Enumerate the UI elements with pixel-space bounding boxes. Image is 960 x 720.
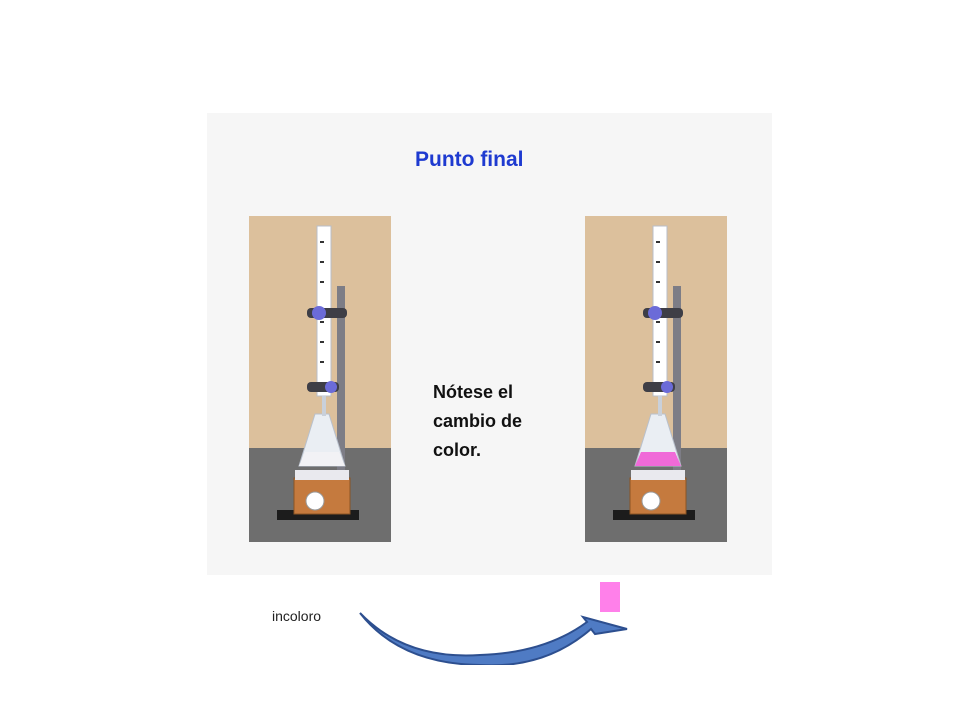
figure-title: Punto final xyxy=(415,148,524,171)
titration-apparatus-before xyxy=(249,216,391,542)
note-line: color. xyxy=(433,440,482,460)
clamp-screw xyxy=(312,306,326,320)
burette-tip xyxy=(322,396,326,416)
curved-arrow xyxy=(359,612,628,665)
note-line: Nótese el xyxy=(433,382,514,402)
stirrer-plate xyxy=(295,470,349,480)
base-plate xyxy=(613,510,695,520)
flask-solution xyxy=(299,452,345,466)
stirrer-plate xyxy=(631,470,685,480)
burette-tip xyxy=(658,396,662,416)
titration-apparatus-after xyxy=(585,216,727,542)
note-line: cambio de xyxy=(433,411,523,431)
stirrer-knob xyxy=(305,491,325,511)
clamp-screw xyxy=(648,306,662,320)
stopcock-knob xyxy=(325,381,337,393)
titration-figure: Punto final xyxy=(207,113,772,575)
titration-before-panel xyxy=(249,216,391,542)
stirrer-knob xyxy=(641,491,661,511)
stopcock-knob xyxy=(661,381,673,393)
flask-solution xyxy=(635,452,681,466)
color-change-note: Nótese el cambio de color. xyxy=(433,378,522,465)
titration-after-panel xyxy=(585,216,727,542)
stand-rod xyxy=(673,286,681,512)
base-plate xyxy=(277,510,359,520)
curved-arrow-shape xyxy=(359,612,628,665)
pink-color-swatch xyxy=(600,582,620,612)
colorless-label: incoloro xyxy=(272,608,322,624)
stand-rod xyxy=(337,286,345,512)
